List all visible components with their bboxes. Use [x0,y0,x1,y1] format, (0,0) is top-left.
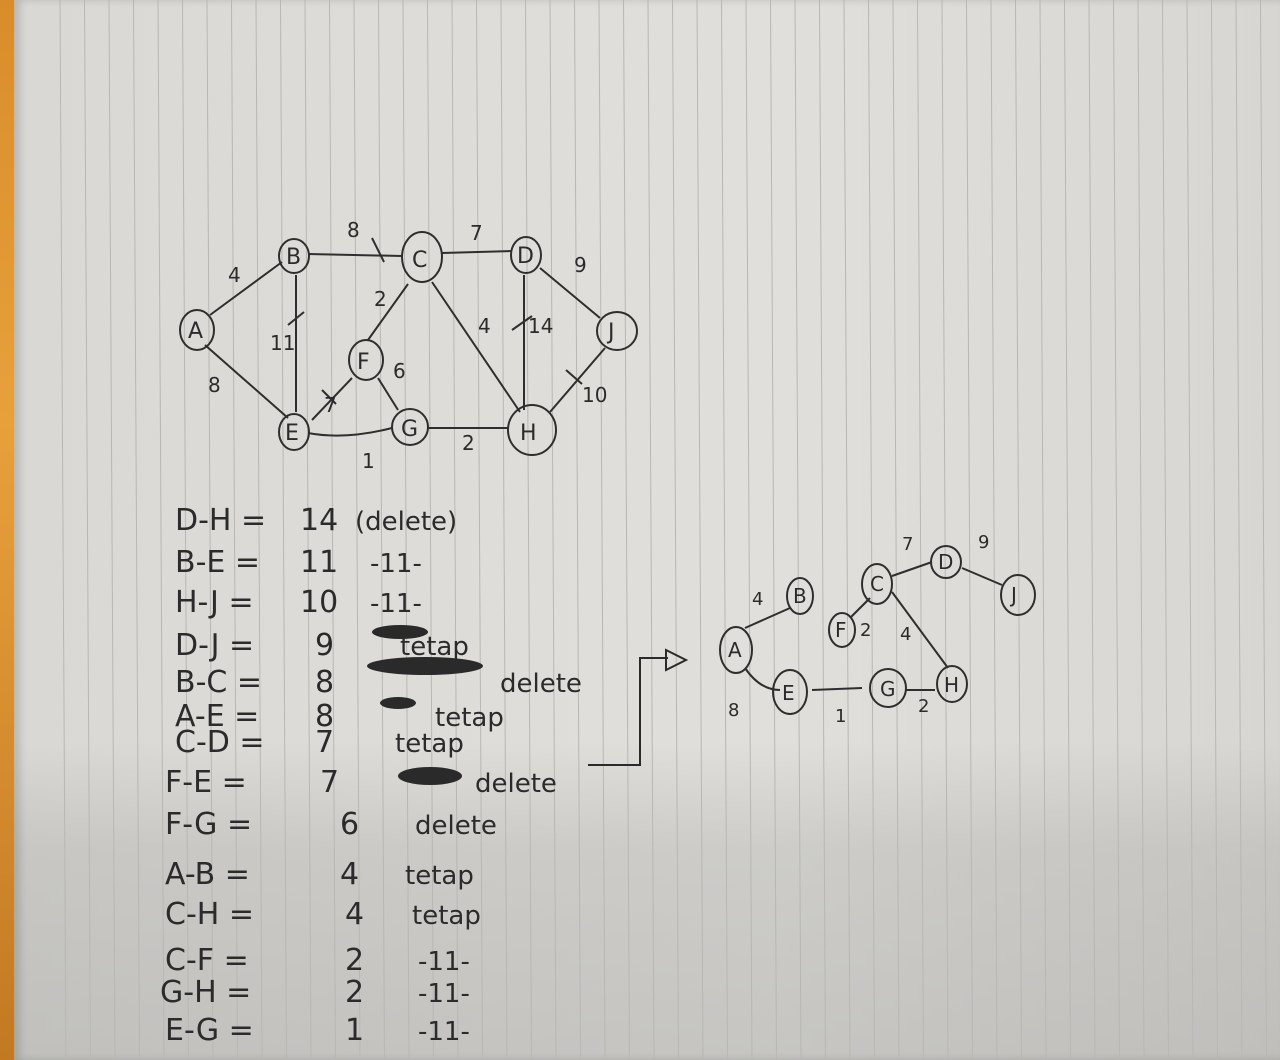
edge-list-status-4: delete [500,669,582,699]
edge-list-weight-2: 10 [300,585,338,620]
edge-list-weight-5: 8 [315,699,334,734]
edge-list-weight-9: 4 [340,857,359,892]
edge-list-status-9: tetap [405,861,474,891]
tree-node-label-c: C [870,572,884,596]
edge-list-weight-13: 1 [345,1013,364,1048]
edge-list-name-7: F-E = [165,765,247,800]
edge-a-e [204,344,289,419]
edge-list-weight-3: 9 [315,628,334,663]
edge-list-weight-6: 7 [315,725,334,760]
edge-weight-e-g: 1 [362,449,375,473]
edge-list-name-10: C-H = [165,897,254,932]
edge-list-status-13: -11- [418,1017,470,1047]
edge-list-weight-8: 6 [340,807,359,842]
edge-list-name-2: H-J = [175,585,254,620]
node-label-f: F [357,350,370,375]
tree-edge-weight-c-d: 7 [902,534,913,555]
edge-list-status-12: -11- [418,979,470,1009]
edge-weight-g-h: 2 [462,431,475,455]
tree-edge-weight-c-f: 2 [860,620,871,641]
edge-weight-d-j: 9 [574,253,587,277]
tree-node-label-e: E [782,681,795,705]
scribbles [367,625,483,785]
arrow [588,648,689,766]
edge-d-j [539,267,601,319]
tree-edge-weight-a-b: 4 [752,589,763,610]
edge-list: D-H =14(delete)B-E =11-11-H-J =10-11-D-J… [160,503,582,1048]
edge-weight-a-b: 4 [228,263,241,287]
node-label-a: A [188,319,203,344]
edge-list-weight-10: 4 [345,897,364,932]
node-label-b: B [286,245,301,270]
edge-list-name-9: A-B = [165,857,250,892]
edge-list-weight-4: 8 [315,665,334,700]
edge-weight-c-d: 7 [470,221,483,245]
edge-c-d [441,250,513,254]
edge-weight-c-f: 2 [374,287,387,311]
result-tree [719,545,1036,715]
edge-list-status-7: delete [475,769,557,799]
edge-list-weight-1: 11 [300,545,338,580]
edge-list-status-0: (delete) [355,507,457,537]
edge-weight-f-g: 6 [393,359,406,383]
tree-node-label-d: D [938,550,953,574]
edge-list-name-12: G-H = [160,975,251,1010]
edge-c-f [367,283,409,341]
edge-list-name-8: F-G = [165,807,252,842]
edge-weight-d-h: 14 [528,314,553,338]
edge-weight-b-e: 11 [270,331,295,355]
tree-edge-weight-e-g: 1 [835,706,846,727]
edge-list-status-5: tetap [435,703,504,733]
edge-list-name-6: C-D = [175,725,265,760]
node-label-d: D [517,244,534,269]
edge-weight-h-j: 10 [582,383,607,407]
node-label-j: J [606,320,615,345]
tree-node-label-g: G [880,677,896,701]
node-label-e: E [285,421,299,446]
edge-list-name-11: C-F = [165,943,249,978]
edge-e-g [307,427,393,437]
edge-list-status-6: tetap [395,729,464,759]
node-label-h: H [520,421,537,446]
edge-list-status-10: tetap [412,901,481,931]
tree-edge-weight-d-j: 9 [978,532,989,553]
tree-node-label-h: H [944,673,959,697]
edge-list-name-1: B-E = [175,545,260,580]
edge-f-g [377,377,399,411]
node-label-c: C [412,248,427,273]
edge-weight-b-c: 8 [347,218,360,242]
edge-list-status-11: -11- [418,947,470,977]
tree-node-label-b: B [793,584,807,608]
edge-list-name-0: D-H = [175,503,266,538]
tree-node-label-j: J [1009,583,1017,607]
node-label-g: G [401,417,418,442]
original-graph [179,231,638,456]
edge-list-status-8: delete [415,811,497,841]
edge-weight-c-h: 4 [478,314,491,338]
edge-weight-a-e: 8 [208,373,221,397]
edge-a-b [209,261,283,316]
edge-list-name-13: E-G = [165,1013,254,1048]
edge-list-name-4: B-C = [175,665,262,700]
tree-edge-weight-c-h: 4 [900,624,911,645]
tree-edge-weight-a-e: 8 [728,700,739,721]
edge-list-status-1: -11- [370,549,422,579]
tree-edge-weight-g-h: 2 [918,696,929,717]
edge-list-name-3: D-J = [175,628,254,663]
edge-list-name-5: A-E = [175,699,259,734]
edge-list-weight-12: 2 [345,975,364,1010]
edge-b-c [307,253,403,257]
edge-list-weight-0: 14 [300,503,338,538]
edge-weight-f-e: 7 [324,393,337,417]
tree-node-label-a: A [728,638,742,662]
edge-list-weight-7: 7 [320,765,339,800]
edge-list-status-2: -11- [370,589,422,619]
edge-list-weight-11: 2 [345,943,364,978]
tree-node-label-f: F [835,618,847,642]
edge-c-h [431,281,521,413]
